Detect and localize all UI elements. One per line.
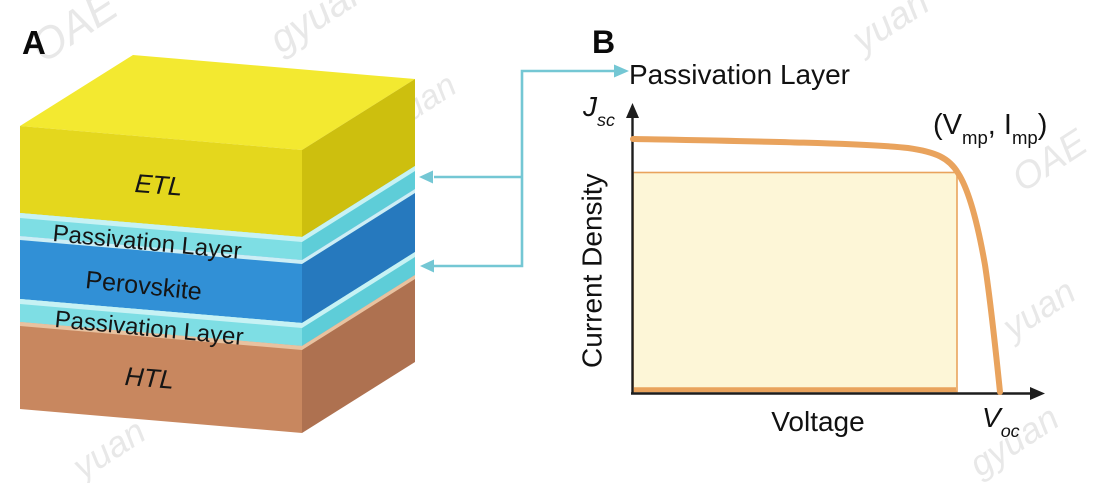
htl-side-face: [302, 275, 415, 433]
perovskite-top-edge-side: [302, 189, 415, 264]
arrowhead-to-passivation2-icon: [420, 259, 434, 273]
passivation1-top-edge: [20, 213, 302, 242]
mpp-part1: (V: [933, 109, 962, 141]
connector-line: [434, 69, 614, 268]
jv-curve: [630, 136, 1003, 395]
solar-cell-stack: [20, 55, 415, 433]
etl-side-face: [302, 79, 415, 237]
panel-b-label: B: [592, 24, 616, 60]
htl-front-face: [20, 322, 302, 433]
jsc-subscript: sc: [597, 109, 615, 130]
passivation-connector: [419, 64, 629, 273]
perovskite-top-edge: [20, 236, 302, 264]
jv-plot: [626, 103, 1045, 400]
etl-top-face: [20, 55, 415, 150]
max-power-rectangle: [632, 171, 958, 393]
arrowhead-to-title-icon: [614, 64, 629, 78]
jsc-symbol: J: [583, 91, 597, 122]
panel-a-label: A: [22, 24, 46, 61]
htl-label: HTL: [123, 361, 176, 395]
voc-annotation: Voc: [982, 402, 1020, 440]
arrowhead-to-passivation1-icon: [419, 170, 433, 184]
x-axis-label: Voltage: [771, 406, 865, 437]
voc-subscript: oc: [1000, 420, 1020, 441]
passivation1-side-face: [302, 166, 415, 260]
y-axis-arrowhead-icon: [626, 103, 639, 118]
passivation2-front-face: [20, 299, 302, 346]
mpp-annotation: (Vmp, Imp): [933, 109, 1048, 147]
mpp-subscript2: mp: [1011, 127, 1038, 149]
etl-front-face: [20, 126, 302, 237]
passivation2-top-edge: [20, 299, 302, 328]
htl-top-edge-side: [302, 275, 415, 350]
passivation2-top-edge-side: [302, 252, 415, 328]
passivation1-top-edge-side: [302, 166, 415, 242]
voc-symbol: V: [982, 402, 1001, 433]
mpp-subscript1: mp: [962, 127, 988, 149]
jsc-annotation: Jsc: [583, 91, 615, 129]
mpp-part3: ): [1037, 109, 1048, 141]
etl-label: ETL: [133, 168, 184, 202]
plot-title: Passivation Layer: [629, 59, 851, 90]
mpp-part2: , I: [987, 109, 1012, 141]
y-axis-label: Current Density: [576, 173, 608, 368]
htl-top-edge: [20, 322, 302, 350]
x-axis-arrowhead-icon: [1030, 387, 1045, 400]
passivation2-side-face: [302, 252, 415, 346]
perovskite-side-face: [302, 189, 415, 323]
passivation1-front-face: [20, 213, 302, 260]
